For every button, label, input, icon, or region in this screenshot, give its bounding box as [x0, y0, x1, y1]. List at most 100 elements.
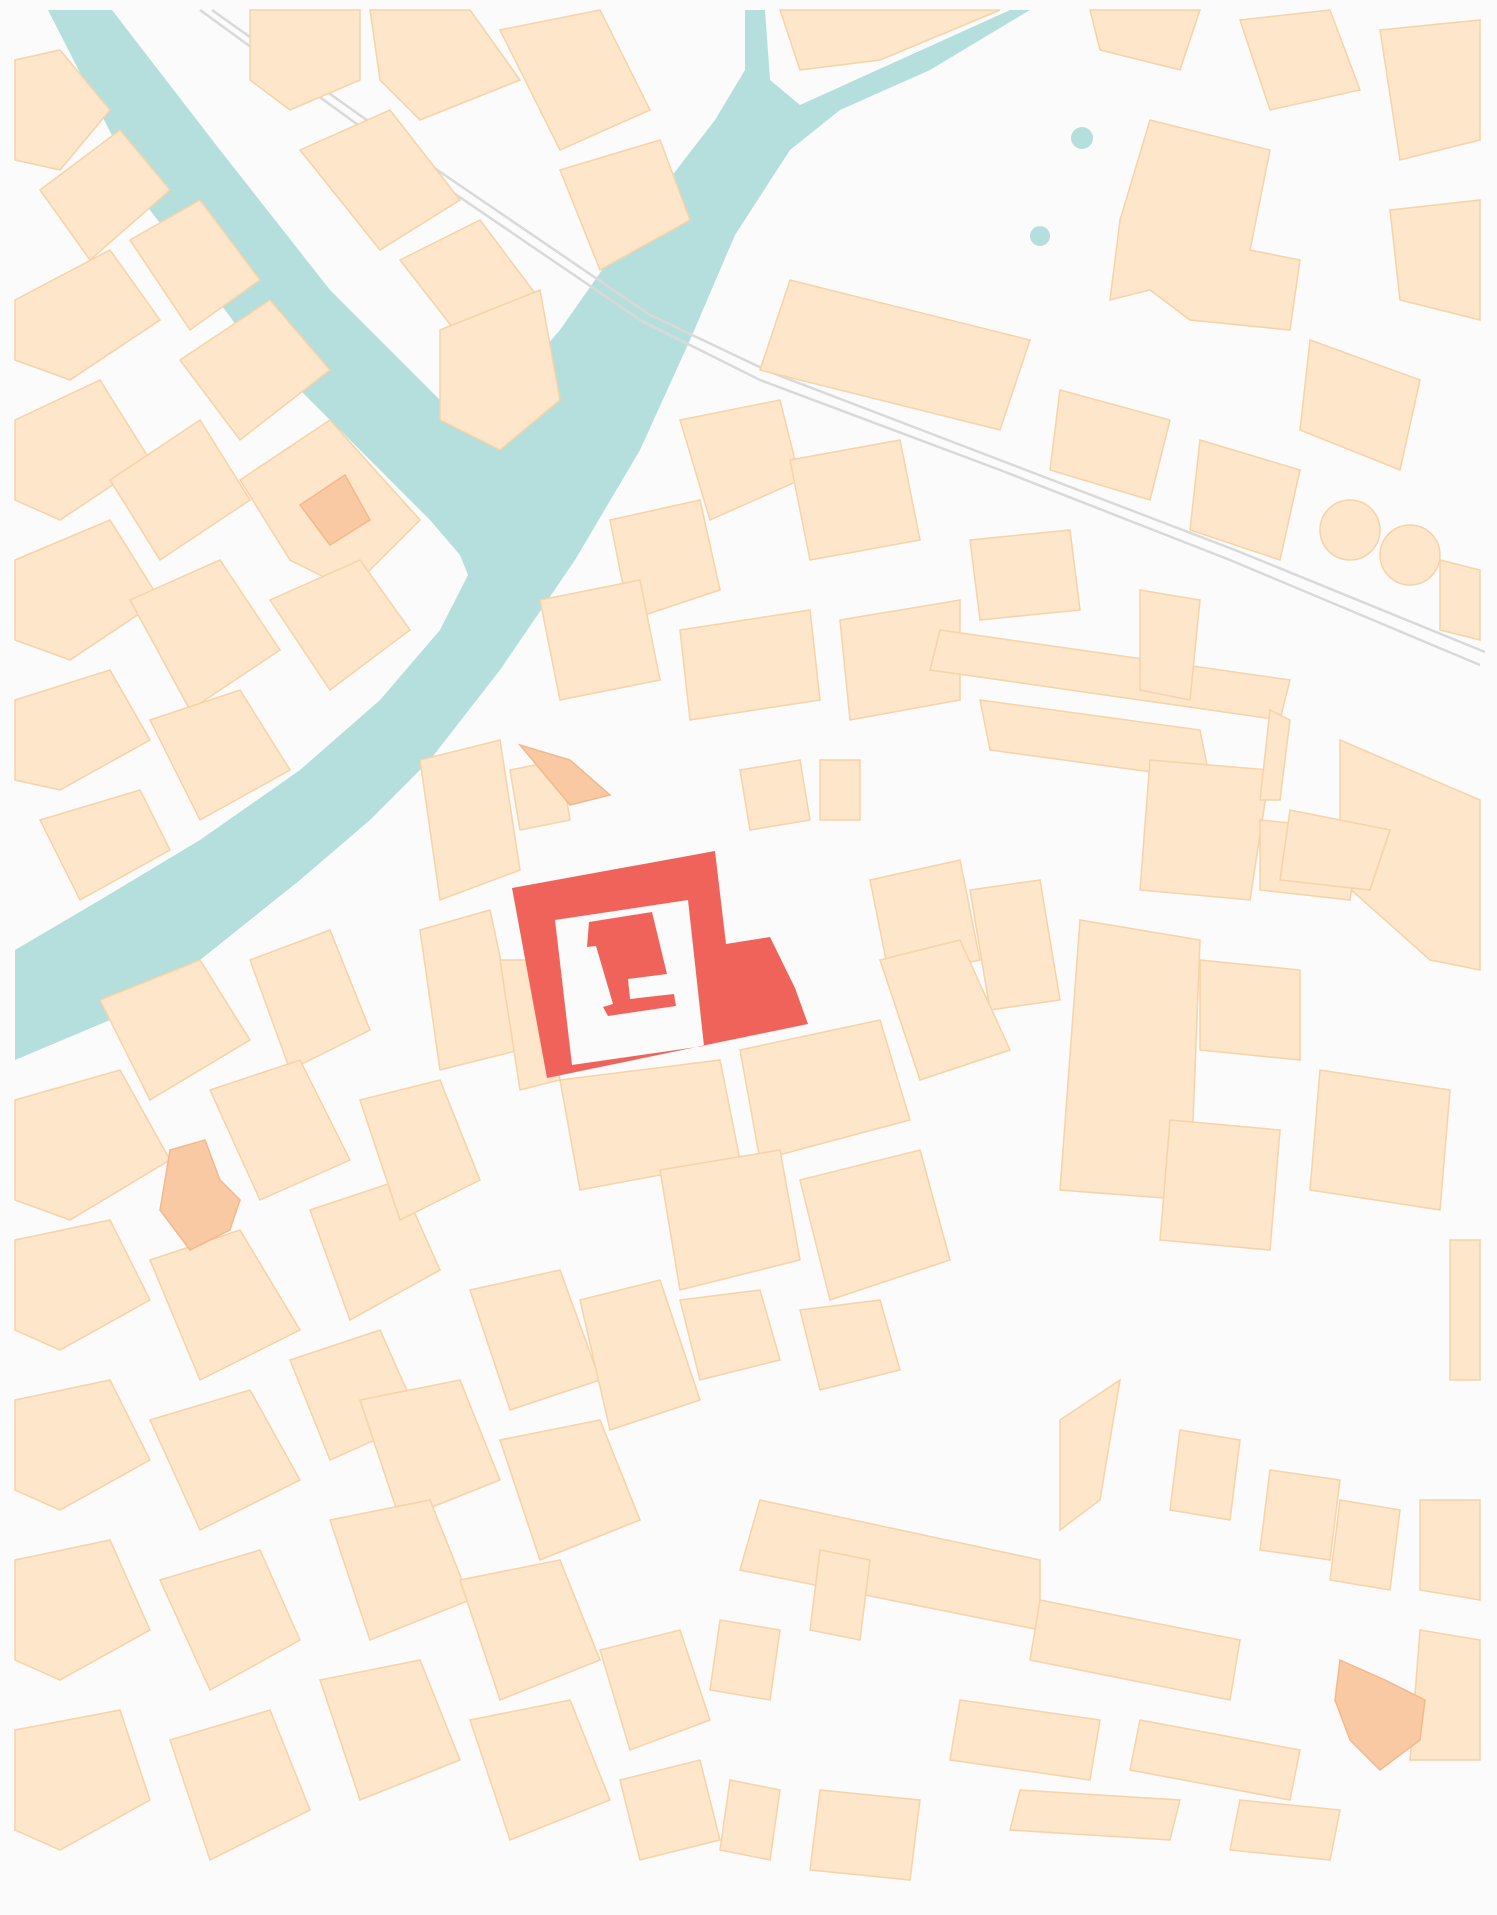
building-block: [1169, 1429, 1241, 1521]
building-block: [799, 1299, 901, 1391]
building-block: [839, 599, 961, 721]
river-canal: [15, 10, 1030, 1060]
building-block: [1199, 959, 1301, 1061]
building-block: [739, 1019, 911, 1161]
building-block: [709, 1619, 781, 1701]
fountain: [1071, 127, 1093, 149]
building-block: [249, 929, 371, 1072]
building-block: [14, 49, 111, 171]
building-block: [249, 9, 361, 111]
building-block: [739, 759, 811, 831]
building-block: [1439, 559, 1481, 641]
landmark-building: [298, 473, 372, 547]
building-block: [148, 1389, 302, 1532]
landmark-building: [1334, 1658, 1426, 1771]
building-block: [679, 609, 821, 721]
building-block: [719, 1779, 781, 1861]
building-block: [14, 249, 162, 381]
highlighted-site[interactable]: [512, 851, 808, 1078]
building-block: [498, 9, 652, 151]
building-block: [419, 739, 521, 902]
building-block: [1089, 9, 1202, 71]
building-block: [1029, 1599, 1241, 1701]
building-block: [319, 1659, 461, 1801]
round-building: [1319, 499, 1381, 561]
building-block: [1129, 1719, 1301, 1801]
building-block: [98, 959, 252, 1102]
building-block: [14, 1219, 151, 1351]
building-block: [969, 879, 1061, 1011]
building-block: [1229, 1799, 1341, 1861]
building-block: [1189, 439, 1301, 561]
building-block: [1238, 9, 1362, 111]
landmark-building: [159, 1139, 241, 1251]
building-block: [359, 1379, 501, 1521]
building-block: [809, 1789, 921, 1881]
building-block: [108, 418, 252, 562]
building-block: [619, 1759, 721, 1861]
building-block: [819, 759, 861, 821]
highlighted-building[interactable]: [512, 851, 808, 1078]
building-block: [1009, 1789, 1181, 1841]
building-block: [158, 1549, 301, 1692]
building-block: [128, 199, 262, 332]
building-block: [809, 1549, 871, 1641]
building-block: [14, 1379, 151, 1511]
building-block: [1379, 19, 1481, 161]
buildings-layer: [14, 9, 1481, 1881]
building-block: [359, 1079, 481, 1222]
landmark-building: [517, 743, 612, 806]
building-block: [178, 299, 332, 442]
building-block: [38, 128, 172, 262]
building-block: [1389, 199, 1481, 321]
building-block: [499, 1419, 641, 1561]
round-building: [1379, 524, 1441, 586]
building-block: [659, 1149, 801, 1291]
building-block: [1139, 759, 1271, 901]
building-block: [1159, 1119, 1281, 1251]
building-block: [599, 1629, 711, 1751]
building-block: [579, 1279, 701, 1431]
building-block: [1419, 1499, 1481, 1601]
building-block: [539, 579, 661, 701]
building-block: [38, 789, 171, 902]
building-block: [949, 1699, 1101, 1781]
building-block: [778, 9, 1001, 71]
building-block: [759, 279, 1031, 431]
building-block: [1329, 1499, 1401, 1591]
building-block: [1279, 809, 1391, 891]
building-block: [1259, 1469, 1341, 1561]
building-block: [369, 9, 522, 121]
building-block: [879, 939, 1012, 1081]
highlighted-courtyard-block[interactable]: [587, 912, 676, 1016]
building-block: [128, 559, 282, 712]
building-block: [1139, 589, 1201, 701]
building-block: [1449, 1239, 1481, 1381]
building-block: [1299, 338, 1421, 472]
building-block: [14, 1069, 172, 1221]
building-block: [969, 529, 1081, 621]
building-block: [14, 1709, 151, 1851]
building-block: [14, 379, 152, 521]
building-block: [298, 109, 462, 251]
building-block: [558, 139, 691, 272]
water-layer: [15, 10, 1093, 1060]
building-block: [208, 1059, 352, 1201]
fountain: [1030, 226, 1050, 246]
building-block: [1259, 708, 1291, 801]
building-block: [14, 669, 152, 791]
landmark-layer: [159, 473, 1426, 1771]
building-block: [469, 1699, 611, 1841]
building-block: [789, 439, 921, 561]
building-block: [1059, 1378, 1122, 1532]
building-block: [169, 1709, 311, 1862]
building-block: [148, 689, 292, 822]
building-block: [439, 288, 561, 451]
building-block: [799, 1149, 951, 1301]
building-block: [1309, 1069, 1451, 1211]
building-block: [1109, 119, 1301, 331]
building-block: [14, 519, 162, 661]
building-block: [679, 1289, 781, 1381]
